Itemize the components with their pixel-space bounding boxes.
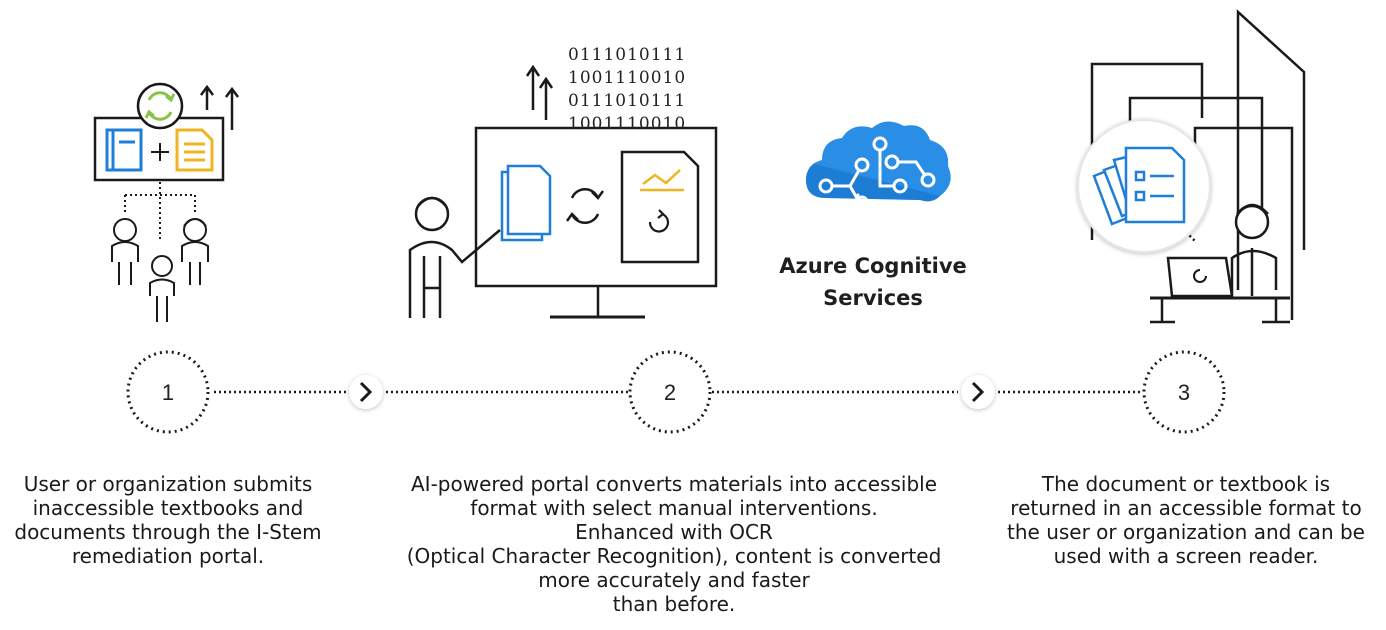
timeline (126, 350, 1226, 434)
people-group-icon (111, 182, 209, 322)
binary-line: 1001110010 (568, 68, 687, 88)
caption-line: than before. (612, 592, 736, 616)
step-2-circle (628, 350, 712, 434)
caption-line: User or organization submits (23, 472, 313, 496)
books-plus-document-icon (93, 82, 239, 182)
binary-line: 1001110010 (568, 114, 687, 134)
step-1-number: 1 (161, 380, 175, 405)
presenter-monitor-icon (408, 64, 718, 319)
step-1-circle (126, 350, 210, 434)
step-2-number: 2 (663, 380, 677, 405)
step-3-number: 3 (1177, 380, 1191, 405)
binary-line: 0111010111 (568, 45, 687, 65)
step-3-caption: The document or textbook is returned in … (996, 472, 1376, 568)
binary-text: 0111010111 1001110010 0111010111 1001110… (568, 44, 686, 136)
caption-line: used with a screen reader. (1053, 544, 1319, 568)
caption-line: format with select manual interventions. (470, 496, 878, 520)
caption-line: the user or organization and can be (1007, 520, 1365, 544)
caption-line: remediation portal. (71, 544, 265, 568)
azure-label: Azure Cognitive Services (758, 250, 988, 314)
caption-line: more accurately and faster (538, 568, 810, 592)
azure-label-line1: Azure Cognitive (779, 254, 967, 278)
azure-label-line2: Services (823, 286, 923, 310)
chevron-right-icon (961, 375, 995, 409)
caption-line: The document or textbook is (1041, 472, 1331, 496)
caption-line: inaccessible textbooks and (32, 496, 304, 520)
chevron-right-icon (349, 375, 383, 409)
azure-brain-icon (806, 121, 951, 209)
documents-circle-icon (1077, 119, 1211, 253)
binary-line: 0111010111 (568, 91, 687, 111)
step-1-caption: User or organization submits inaccessibl… (0, 472, 336, 568)
step-3-circle (1142, 350, 1226, 434)
caption-line: Enhanced with OCR (575, 520, 773, 544)
caption-line: documents through the I-Stem (14, 520, 322, 544)
caption-line: returned in an accessible format to (1010, 496, 1362, 520)
caption-line: (Optical Character Recognition), content… (406, 544, 942, 568)
caption-line: AI-powered portal converts materials int… (410, 472, 937, 496)
step-2-caption: AI-powered portal converts materials int… (396, 472, 952, 616)
